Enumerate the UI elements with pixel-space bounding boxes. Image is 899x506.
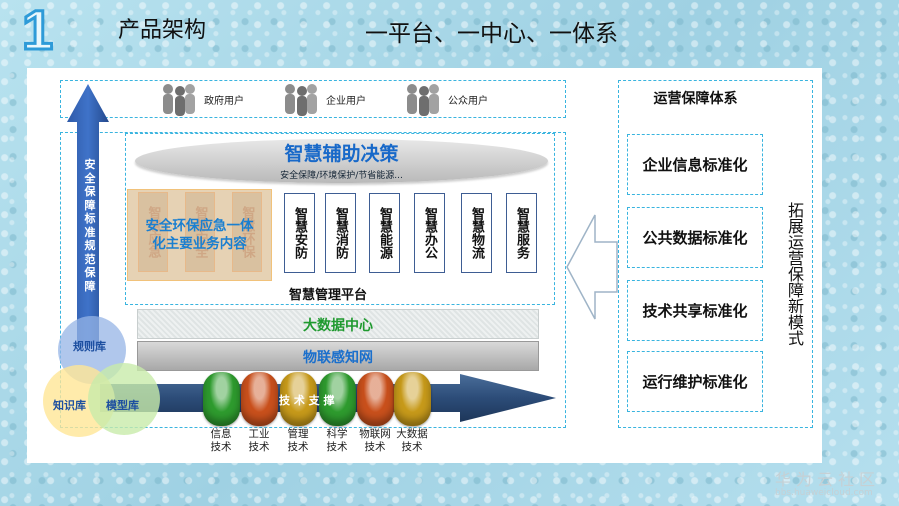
tech-label-line2: 技术 xyxy=(287,441,309,453)
emergency-column: 智慧应急 xyxy=(138,192,168,272)
people-icon xyxy=(285,84,317,116)
service-box: 智慧能源 xyxy=(369,193,400,273)
service-box: 智慧物流 xyxy=(461,193,492,273)
page-title: 产品架构 xyxy=(118,18,207,43)
tech-label-line1: 管理 xyxy=(287,428,309,440)
emergency-text: 安全环保应急一体 化主要业务内容 xyxy=(127,217,272,253)
tech-label-line1: 科学 xyxy=(326,428,348,440)
service-box: 智慧消防 xyxy=(325,193,356,273)
user-label-public: 公众用户 xyxy=(448,95,488,107)
tech-label-line2: 技术 xyxy=(364,441,386,453)
tech-label-line2: 技术 xyxy=(210,441,232,453)
tech-pill xyxy=(319,372,356,426)
tech-label: 信息技术 xyxy=(201,428,241,454)
tech-pill xyxy=(357,372,394,426)
tech-pill xyxy=(203,372,240,426)
service-label: 智慧消防 xyxy=(333,207,348,259)
decision-subtitle: 安全保障/环境保护/节省能源... xyxy=(280,171,403,181)
platform-box xyxy=(125,133,555,305)
model-library-label: 模型库 xyxy=(106,399,139,412)
tech-label-line1: 信息 xyxy=(210,428,232,440)
standard-item: 技术共享标准化 xyxy=(627,280,763,341)
decision-ellipse xyxy=(135,139,548,183)
user-label-enterprise: 企业用户 xyxy=(326,95,366,107)
watermark-brand: 华为云社区 xyxy=(775,470,881,489)
tech-label: 科学技术 xyxy=(317,428,357,454)
watermark-url: bbs.huaweicloud.com xyxy=(775,488,873,498)
people-icon xyxy=(163,84,195,116)
service-label: 智慧服务 xyxy=(514,207,529,259)
big-data-label: 大数据中心 xyxy=(303,318,373,334)
user-label-gov: 政府用户 xyxy=(204,95,244,107)
user-group-gov: 政府用户 xyxy=(158,82,244,116)
operations-side-text: 拓展运营保障新模式 xyxy=(785,202,804,346)
users-box xyxy=(60,80,566,118)
left-arrow xyxy=(566,214,618,320)
rules-library-label: 规则库 xyxy=(73,340,106,353)
service-box: 智慧安防 xyxy=(284,193,315,273)
tech-label-line1: 工业 xyxy=(248,428,270,440)
standard-item: 运行维护标准化 xyxy=(627,351,763,412)
tech-label-line1: 物联网 xyxy=(359,428,391,440)
user-group-enterprise: 企业用户 xyxy=(280,82,366,116)
tech-pill xyxy=(280,372,317,426)
tech-label-line2: 技术 xyxy=(326,441,348,453)
operations-box xyxy=(618,80,813,428)
service-box: 智慧服务 xyxy=(506,193,537,273)
tech-pill xyxy=(241,372,278,426)
user-group-public: 公众用户 xyxy=(402,82,488,116)
tech-support-label: 技 术 支 撑 xyxy=(279,394,335,407)
decision-title: 智慧辅助决策 xyxy=(284,143,399,165)
standard-item: 企业信息标准化 xyxy=(627,134,763,195)
iot-bar xyxy=(137,341,539,371)
service-label: 智慧物流 xyxy=(469,207,484,259)
knowledge-library-label: 知识库 xyxy=(53,399,86,412)
tech-label: 管理技术 xyxy=(278,428,318,454)
standard-item: 公共数据标准化 xyxy=(627,207,763,268)
architecture-box xyxy=(60,132,566,428)
emergency-column: 智慧安全 xyxy=(185,192,215,272)
slide-number: 1 xyxy=(20,0,54,61)
vertical-arrow xyxy=(67,84,109,346)
tech-label: 物联网技术 xyxy=(355,428,395,454)
big-data-bar xyxy=(137,309,539,339)
tech-label-line1: 大数据 xyxy=(396,428,428,440)
service-box: 智慧办公 xyxy=(414,193,445,273)
service-label: 智慧安防 xyxy=(292,207,307,259)
page-subtitle: 一平台、一中心、一体系 xyxy=(365,21,618,47)
vertical-arrow-text: 安全保障标准规范保障 xyxy=(84,158,96,293)
emergency-text-line2: 化主要业务内容 xyxy=(152,236,247,252)
service-label: 智慧办公 xyxy=(422,207,437,259)
emergency-text-line1: 安全环保应急一体 xyxy=(145,218,254,234)
platform-label: 智慧管理平台 xyxy=(289,288,368,303)
service-label: 智慧能源 xyxy=(377,207,392,259)
people-icon xyxy=(407,84,439,116)
tech-label-line2: 技术 xyxy=(401,441,423,453)
tech-pill xyxy=(394,372,431,426)
tech-label: 大数据技术 xyxy=(392,428,432,454)
tech-label: 工业技术 xyxy=(239,428,279,454)
emergency-column: 智慧环保 xyxy=(232,192,262,272)
tech-label-line2: 技术 xyxy=(248,441,270,453)
operations-title: 运营保障体系 xyxy=(653,91,738,107)
model-library-circle xyxy=(88,363,160,435)
iot-label: 物联感知网 xyxy=(303,350,373,366)
